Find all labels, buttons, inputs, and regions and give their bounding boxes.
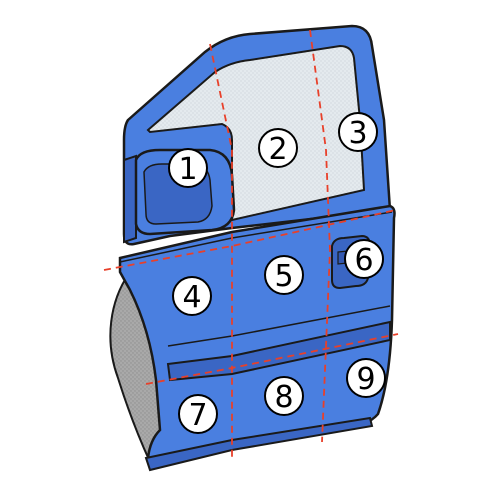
zone-label-6: 6	[344, 239, 384, 279]
zone-label-circle	[264, 376, 304, 416]
zone-label-circle	[338, 112, 378, 152]
zone-label-circle	[264, 255, 304, 295]
zone-dividers	[103, 29, 399, 460]
zone-number: 4	[182, 280, 201, 315]
zone-number: 6	[354, 243, 373, 278]
zone-label-3: 3	[338, 112, 378, 152]
zone-number: 2	[268, 132, 287, 167]
zone-number: 5	[274, 259, 293, 294]
zone-number: 3	[348, 116, 367, 151]
zone-label-circle	[346, 358, 386, 398]
zone-label-4: 4	[172, 276, 212, 316]
zone-label-circle	[172, 276, 212, 316]
zone-label-1: 1	[168, 148, 208, 188]
zone-number: 7	[188, 398, 207, 433]
zone-number: 1	[178, 152, 197, 187]
zone-label-8: 8	[264, 376, 304, 416]
divider-vertical-left	[209, 43, 233, 460]
zone-label-9: 9	[346, 358, 386, 398]
divider-vertical-right	[309, 29, 331, 443]
zone-number: 9	[356, 362, 375, 397]
zone-number: 8	[274, 380, 293, 415]
zone-label-circle	[178, 394, 218, 434]
zone-label-circle	[168, 148, 208, 188]
zone-label-circle	[258, 128, 298, 168]
zone-label-circle	[344, 239, 384, 279]
window-glass	[146, 44, 366, 222]
zone-label-7: 7	[178, 394, 218, 434]
zone-label-2: 2	[258, 128, 298, 168]
zone-label-5: 5	[264, 255, 304, 295]
divider-horizontal-upper	[103, 209, 397, 271]
mirror-base	[123, 154, 137, 244]
